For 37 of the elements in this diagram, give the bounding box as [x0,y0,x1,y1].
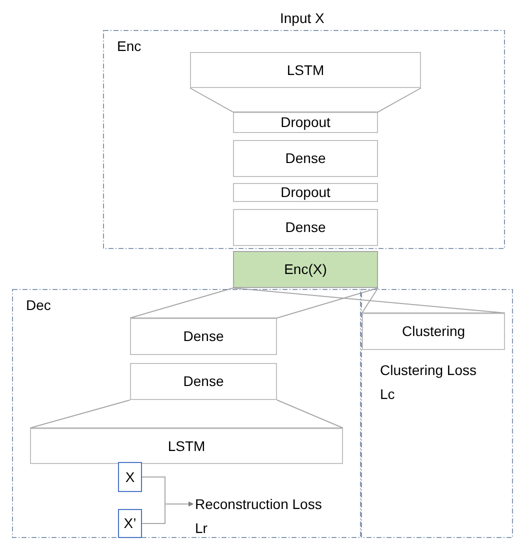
layer-box [190,52,421,88]
layer-name: Enc(X) [284,260,327,279]
loss-text: Clustering Loss Lc [380,361,478,404]
dashed-region [361,289,513,538]
layer-name: Dropout [280,113,330,132]
dashed-region [103,30,505,249]
layer-box [233,209,378,246]
layer-name: Dense [285,218,326,237]
layer-box [30,428,343,464]
layer-name: Dense [183,327,224,346]
layer-box [233,140,378,177]
arrow [142,502,194,524]
layer-name: Dense [285,149,326,168]
connector-line [30,400,344,428]
layer-name: X [125,468,135,486]
layer-name: LSTM [286,60,324,80]
small-box [118,509,142,538]
layer-name: Clustering [402,322,466,341]
loss-text: Reconstruction Loss Lr [195,496,322,536]
layer-box [362,313,505,350]
region-title: Enc [117,37,142,56]
layer-box [233,251,378,288]
layer-name: LSTM [168,436,206,456]
layer-name: Dense [183,372,224,391]
layer-box [233,112,378,133]
small-box [118,462,142,492]
region-title: Dec [26,296,51,315]
layer-name: Dropout [280,183,330,202]
layer-box [130,318,277,355]
connector-line [232,288,506,314]
connector-line [130,288,378,318]
input-label: Input X [280,9,324,28]
layer-box [130,363,277,400]
layer-box [233,183,378,202]
dashed-region [12,289,361,538]
connector-line [190,88,422,112]
layer-name: X’ [124,514,136,533]
